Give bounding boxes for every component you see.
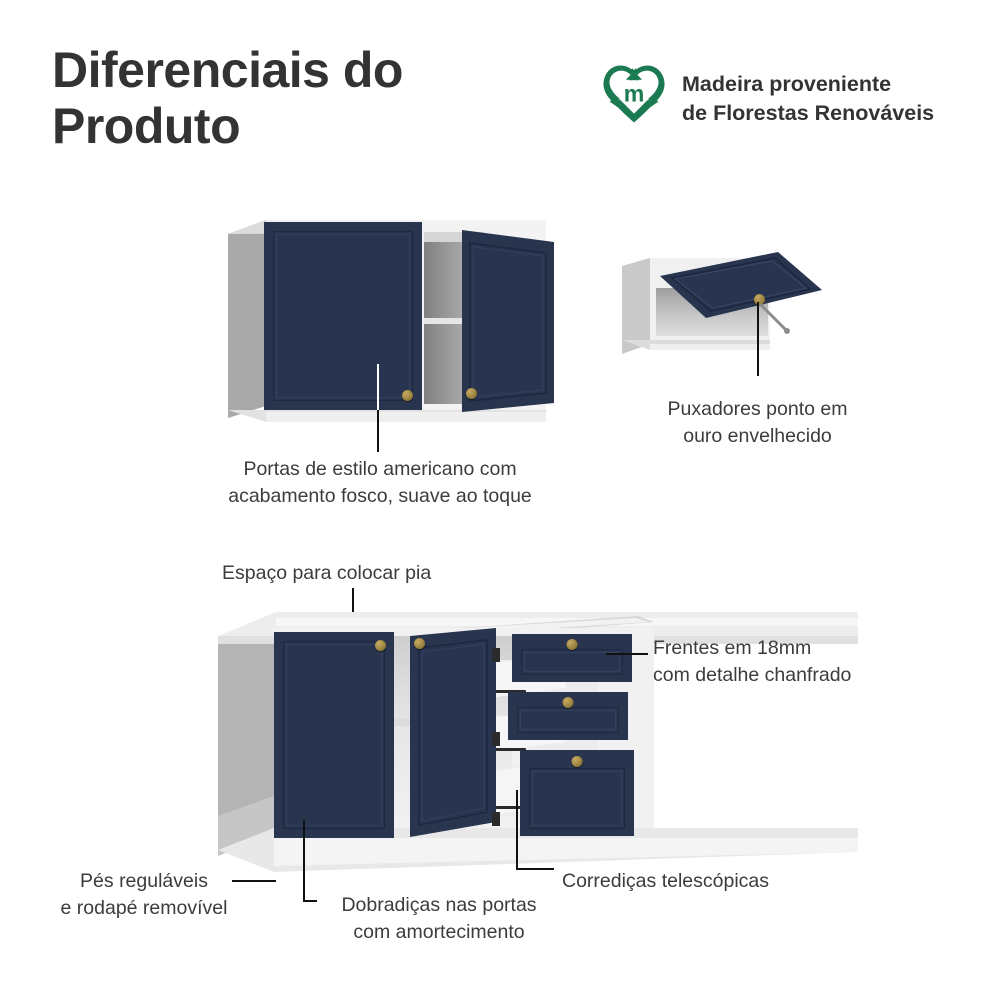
drawer-front-top[interactable] (512, 634, 632, 682)
door-panel-inset (283, 641, 385, 829)
drawer-panel-inset (529, 768, 625, 829)
callout-portas-americano: Portas de estilo americano com acabament… (228, 458, 532, 507)
toe-kick (218, 828, 858, 872)
flip-cabinet-bottom (622, 340, 770, 350)
leader-pes-reguláveis (232, 880, 276, 882)
flip-cabinet-side-panel (622, 258, 650, 354)
callout-frentes-18mm: Frentes em 18mm com detalhe chanfrado (653, 637, 852, 686)
eco-badge: m Madeira proveniente de Florestas Renov… (600, 62, 934, 135)
door-panel-inset (273, 231, 413, 401)
drawer-panel-inset (517, 707, 619, 733)
leader-portas-upper (377, 364, 379, 410)
flip-door-knob-gold[interactable] (754, 294, 765, 305)
drawer-front-bottom[interactable] (520, 750, 634, 836)
callout-puxadores-ouro: Puxadores ponto em ouro envelhecido (667, 398, 848, 447)
cabinet-interior-top (424, 232, 484, 242)
leader-dobradicas-horizontal (303, 900, 317, 902)
base-right-door-knob[interactable] (414, 638, 425, 649)
drawer-knob-top[interactable] (566, 639, 578, 650)
drawer-slide-rail-2 (486, 748, 526, 751)
callout-espaco-pia: Espaço para colocar pia (222, 562, 432, 584)
drawer-slide-rail-1 (486, 690, 526, 693)
door-knob-gold[interactable] (402, 390, 413, 401)
drawer-knob-bottom[interactable] (571, 756, 583, 767)
drawer-knob-middle[interactable] (562, 697, 574, 708)
wall-cabinet-right-door-open[interactable] (462, 218, 572, 418)
leader-corredicas-vertical (516, 790, 518, 870)
leader-frentes-18mm (606, 653, 648, 655)
callout-corredicas: Corrediças telescópicas (562, 870, 770, 892)
cabinet-shelf (424, 318, 484, 324)
leader-puxadores (757, 302, 759, 376)
drawer-front-middle[interactable] (508, 692, 628, 740)
wall-cabinet-left-door[interactable] (264, 222, 422, 410)
eco-badge-text: Madeira proveniente de Florestas Renováv… (682, 71, 935, 125)
base-left-door-knob[interactable] (375, 640, 386, 651)
door-hinges (492, 648, 500, 826)
callout-dobradicas: Dobradiças nas portas com amortecimento (341, 894, 537, 943)
recycle-heart-icon: m (600, 62, 668, 135)
callout-pes-reguláveis: Pés reguláveis e rodapé removível (60, 870, 228, 919)
gas-piston-icon (758, 302, 790, 334)
page-title: Diferenciais do Produto (52, 42, 403, 154)
base-side-panel (218, 620, 274, 856)
leader-portas-lower (377, 410, 379, 452)
eco-monogram: m (624, 80, 645, 106)
base-left-door[interactable] (274, 632, 394, 838)
open-door-knob-gold[interactable] (466, 388, 477, 399)
drawer-slide-rail-3 (486, 806, 532, 809)
leader-corredicas-horizontal (516, 868, 554, 870)
cabinet-bottom-panel (228, 410, 546, 422)
flip-up-door[interactable] (650, 252, 830, 332)
base-right-door-open[interactable] (410, 626, 510, 841)
leader-dobradicas-vertical (303, 820, 305, 902)
cabinet-side-panel (228, 220, 266, 418)
